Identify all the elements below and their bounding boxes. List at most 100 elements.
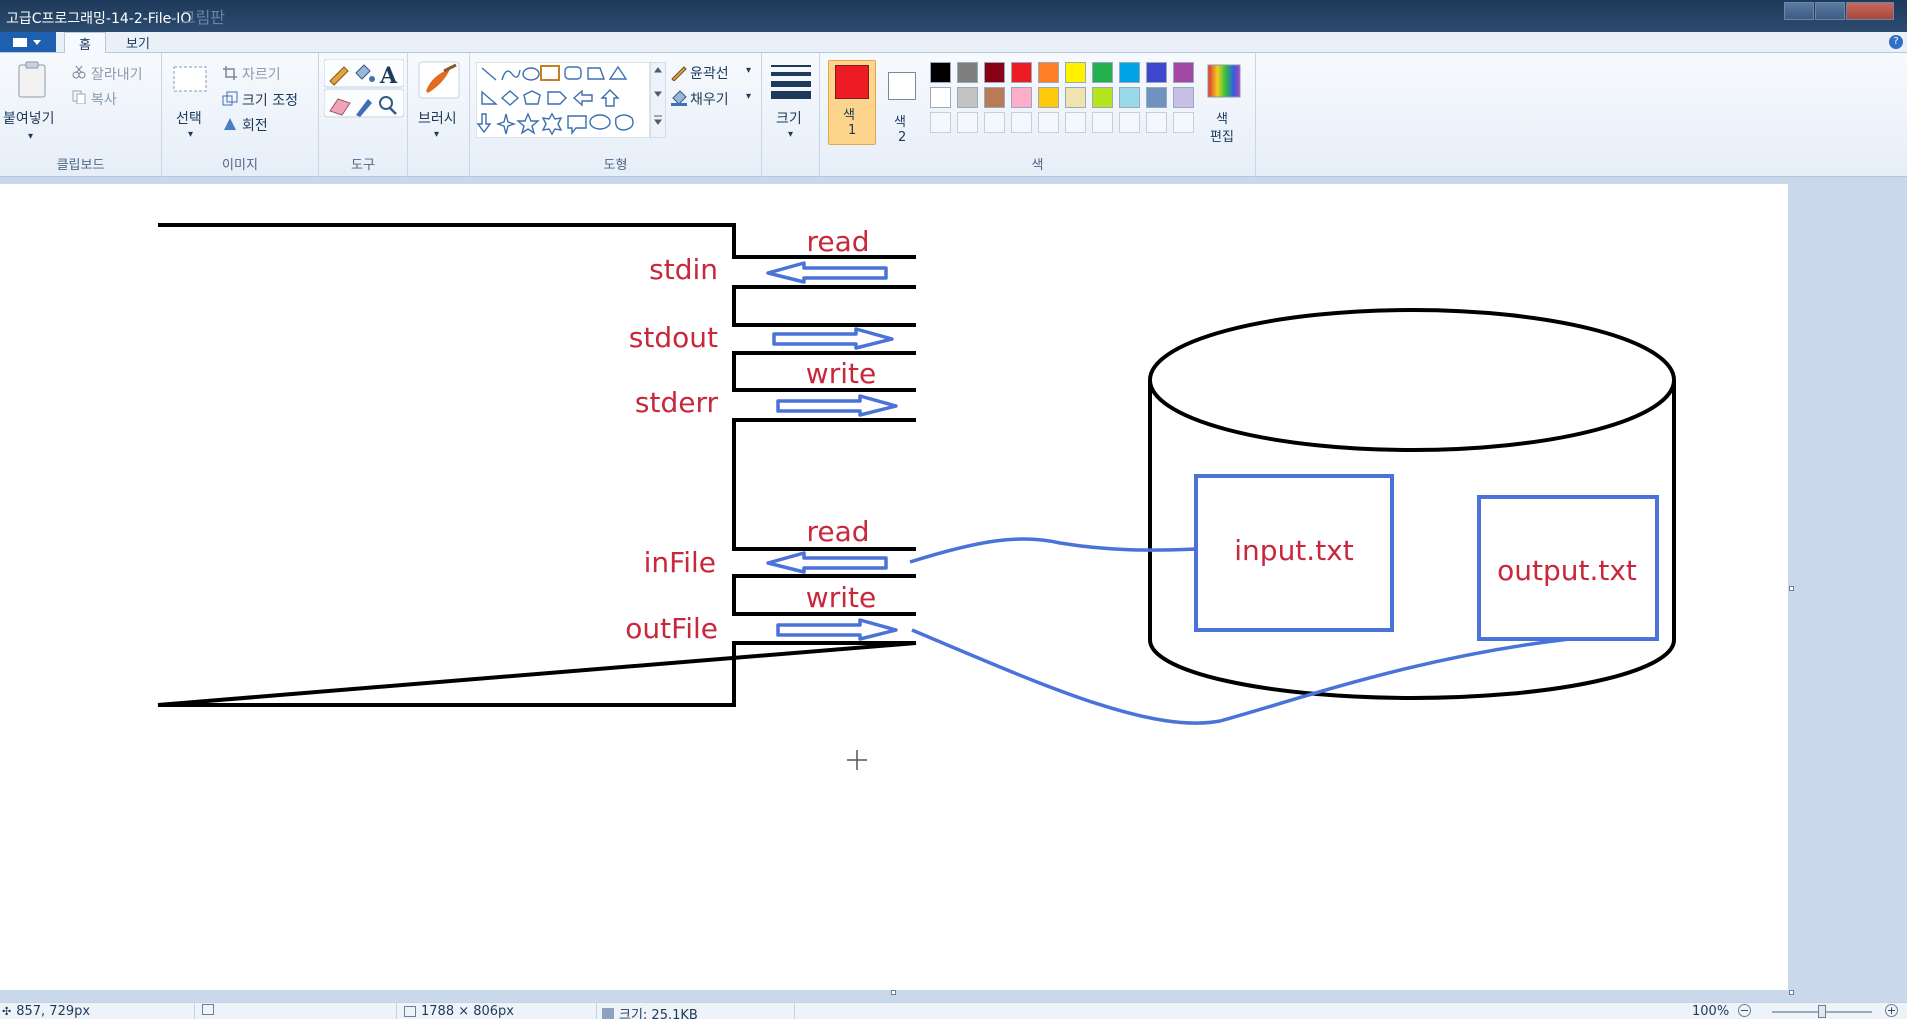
fill-button[interactable]: 채우기 — [690, 92, 729, 108]
magnifier-icon[interactable] — [379, 96, 397, 115]
paste-icon[interactable] — [16, 61, 50, 99]
copy-icon — [72, 90, 86, 104]
write-label-top: write — [806, 357, 876, 390]
color-swatch[interactable] — [1119, 87, 1140, 108]
fill-icon[interactable] — [355, 64, 375, 82]
canvas-resize-handle-bottom[interactable] — [891, 990, 896, 995]
menu-icon — [13, 38, 41, 47]
maximize-button[interactable] — [1815, 2, 1845, 20]
canvas-area: read stdin stdout write stderr read inFi… — [0, 177, 1907, 1002]
zoom-slider-thumb[interactable] — [1818, 1005, 1826, 1018]
custom-color-slot[interactable] — [1038, 112, 1059, 133]
color-swatch[interactable] — [1011, 62, 1032, 83]
size-dropdown-icon[interactable]: ▾ — [788, 129, 794, 140]
color-swatch[interactable] — [930, 62, 951, 83]
file-menu-button[interactable] — [0, 32, 56, 52]
custom-color-slot[interactable] — [1092, 112, 1113, 133]
shapes-gallery[interactable] — [476, 62, 666, 138]
color-swatch[interactable] — [1146, 87, 1167, 108]
infile-label: inFile — [644, 546, 716, 579]
minimize-button[interactable] — [1784, 2, 1814, 20]
custom-color-slot[interactable] — [1146, 112, 1167, 133]
zoom-out-icon[interactable]: − — [1738, 1004, 1751, 1017]
input-connector-line — [909, 537, 1197, 564]
color-swatch[interactable] — [1173, 87, 1194, 108]
color-swatch[interactable] — [984, 62, 1005, 83]
drawing-canvas[interactable]: read stdin stdout write stderr read inFi… — [0, 184, 1788, 990]
color-swatch[interactable] — [984, 87, 1005, 108]
color-swatch[interactable] — [1092, 87, 1113, 108]
zoom-in-icon[interactable]: + — [1885, 1004, 1898, 1017]
stdout-label: stdout — [629, 321, 718, 354]
custom-color-slot[interactable] — [1119, 112, 1140, 133]
color2-button[interactable]: 색 2 — [882, 60, 922, 145]
brush-icon[interactable] — [418, 61, 460, 99]
help-icon[interactable]: ? — [1889, 35, 1903, 49]
line-size-icon[interactable] — [770, 63, 812, 99]
file-io-diagram: read stdin stdout write stderr read inFi… — [157, 223, 1676, 770]
selection-size-icon — [202, 1004, 214, 1015]
color-swatch[interactable] — [1011, 87, 1032, 108]
edit-colors-label[interactable]: 색 — [1216, 112, 1228, 127]
color-swatch[interactable] — [1038, 87, 1059, 108]
custom-color-slot[interactable] — [1011, 112, 1032, 133]
size-button[interactable]: 크기 — [776, 111, 802, 127]
color-swatch[interactable] — [957, 87, 978, 108]
color1-label: 색 — [843, 108, 855, 123]
crop-button[interactable]: 자르기 — [242, 67, 281, 83]
select-button[interactable]: 선택 — [176, 111, 202, 127]
edit-colors-label-2[interactable]: 편집 — [1210, 130, 1234, 145]
custom-color-slot[interactable] — [957, 112, 978, 133]
paste-dropdown-icon[interactable]: ▾ — [28, 131, 34, 142]
canvas-resize-handle-right[interactable] — [1789, 586, 1794, 591]
canvas-resize-handle-corner[interactable] — [1789, 990, 1794, 995]
output-txt-label: output.txt — [1497, 554, 1637, 587]
color-picker-icon[interactable] — [356, 99, 372, 117]
rotate-button[interactable]: 회전 — [242, 118, 268, 134]
colors-group: 색 1 색 2 색 편집 색 — [820, 53, 1256, 177]
brushes-button[interactable]: 브러시 — [418, 111, 457, 127]
close-button[interactable] — [1846, 2, 1894, 20]
color-swatch[interactable] — [957, 62, 978, 83]
tools-palette: A — [324, 59, 404, 118]
image-dimensions: 1788 × 806px — [404, 1004, 514, 1019]
color-swatch[interactable] — [1038, 62, 1059, 83]
outline-icon — [671, 66, 687, 81]
disk-cylinder — [1148, 308, 1676, 700]
color-swatch[interactable] — [1065, 87, 1086, 108]
copy-button[interactable]: 복사 — [91, 92, 117, 108]
color-swatch[interactable] — [930, 87, 951, 108]
stderr-label: stderr — [635, 386, 719, 419]
outline-button[interactable]: 윤곽선 — [690, 66, 729, 82]
color-swatch[interactable] — [1119, 62, 1140, 83]
cut-button[interactable]: 잘라내기 — [91, 67, 143, 83]
tab-home[interactable]: 홈 — [64, 32, 106, 53]
select-dropdown-icon[interactable]: ▾ — [188, 129, 194, 140]
color1-button[interactable]: 색 1 — [828, 60, 876, 145]
select-icon[interactable] — [172, 65, 208, 93]
paste-button[interactable]: 붙여넣기 — [3, 111, 55, 127]
resize-button[interactable]: 크기 조정 — [242, 93, 298, 109]
custom-color-slot[interactable] — [1065, 112, 1086, 133]
color-swatch[interactable] — [1146, 62, 1167, 83]
fill-dropdown-icon[interactable]: ▾ — [746, 91, 752, 102]
color2-label: 색 — [894, 115, 906, 130]
edit-colors-icon[interactable] — [1206, 63, 1242, 99]
stdout-arrow — [772, 327, 894, 350]
outline-dropdown-icon[interactable]: ▾ — [746, 65, 752, 76]
tab-view[interactable]: 보기 — [126, 37, 150, 52]
brushes-dropdown-icon[interactable]: ▾ — [434, 129, 440, 140]
size-group: 크기 ▾ — [762, 53, 820, 177]
custom-color-slot[interactable] — [1173, 112, 1194, 133]
svg-text:A: A — [379, 63, 398, 89]
eraser-icon[interactable] — [329, 98, 351, 116]
custom-color-slot[interactable] — [930, 112, 951, 133]
color-swatch[interactable] — [1173, 62, 1194, 83]
text-icon[interactable]: A — [379, 63, 398, 89]
pencil-icon[interactable] — [329, 66, 349, 86]
color-swatch[interactable] — [1092, 62, 1113, 83]
custom-color-slot[interactable] — [984, 112, 1005, 133]
color2-swatch — [888, 72, 916, 100]
cursor-position: ✣ 857, 729px — [2, 1004, 90, 1019]
color-swatch[interactable] — [1065, 62, 1086, 83]
